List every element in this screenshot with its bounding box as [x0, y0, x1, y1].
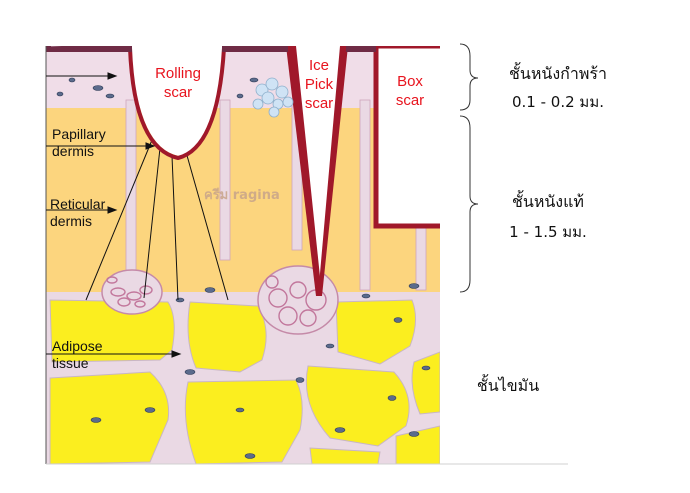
- fat-lobule: [335, 299, 416, 365]
- reticular-dermis-label: Reticular dermis: [50, 196, 105, 230]
- rolling-scar-outline: [128, 47, 226, 161]
- stratum-corneum-mid2: [346, 46, 376, 52]
- skin-bump: [46, 46, 107, 50]
- stratum-corneum-mid: [222, 46, 288, 52]
- box-scar-label-line2: scar: [395, 92, 425, 109]
- icepick-scar-depression: [290, 46, 345, 296]
- fibrous-bands: [85, 139, 229, 301]
- adipose-tissue-label: Adipose tissue: [52, 338, 103, 372]
- dermis-thickness: 1 - 1.5 มม.: [509, 223, 587, 241]
- dermis-brace: [459, 115, 479, 293]
- watermark-text: ครีม ragina: [204, 188, 280, 203]
- dermis-thai-label: ชั้นหนังแท้: [512, 192, 584, 211]
- icepick-scar-label: Ice Pick scar: [296, 56, 342, 113]
- fat-lobule: [49, 371, 170, 464]
- epidermis-brace: [459, 43, 479, 111]
- box-scar-label-line1: Box: [397, 73, 423, 90]
- stratum-corneum-left: [46, 46, 132, 52]
- rolling-scar-label-line1: Rolling: [155, 65, 201, 82]
- fat-lobule: [187, 301, 267, 373]
- epidermis-thai-label: ชั้นหนังกำพร้า: [509, 64, 607, 83]
- leader-arrows: [46, 72, 182, 358]
- rolling-scar-label: Rolling scar: [142, 64, 214, 102]
- reticular-dermis-label-line2: dermis: [50, 213, 93, 229]
- rolling-scar-depression: [132, 48, 222, 156]
- fat-lobule: [309, 447, 381, 464]
- fat-lobule: [305, 365, 410, 447]
- fat-lobule: [395, 425, 440, 464]
- box-scar-depression: [373, 46, 440, 229]
- epidermis-thickness: 0.1 - 0.2 มม.: [512, 93, 604, 111]
- fat-lobule: [411, 351, 440, 415]
- icepick-scar-label-line2: Pick: [304, 76, 334, 93]
- box-scar-label: Box scar: [382, 72, 438, 110]
- fat-lobule: [184, 379, 303, 464]
- fat-layer-thai-label: ชั้นไขมัน: [476, 376, 540, 395]
- sebaceous-cluster: [252, 77, 294, 118]
- adipose-tissue-label-line2: tissue: [52, 355, 89, 371]
- icepick-scar-right-wall: [318, 46, 348, 296]
- rolling-scar-label-line2: scar: [163, 84, 193, 101]
- bundle-cells: [106, 275, 327, 327]
- adipose-tissue-label-line1: Adipose: [52, 338, 103, 354]
- reticular-dermis-label-line1: Reticular: [50, 196, 106, 212]
- icepick-scar-label-line3: scar: [304, 95, 334, 112]
- icepick-scar-left-wall: [286, 46, 322, 296]
- papillary-dermis-label: Papillary dermis: [52, 126, 106, 160]
- icepick-scar-label-line1: Ice: [308, 57, 329, 74]
- fat-lobule: [49, 299, 175, 363]
- papillary-dermis-label-line1: Papillary: [52, 126, 106, 142]
- fat-lobules: [49, 299, 440, 464]
- papillary-dermis-label-line2: dermis: [52, 143, 95, 159]
